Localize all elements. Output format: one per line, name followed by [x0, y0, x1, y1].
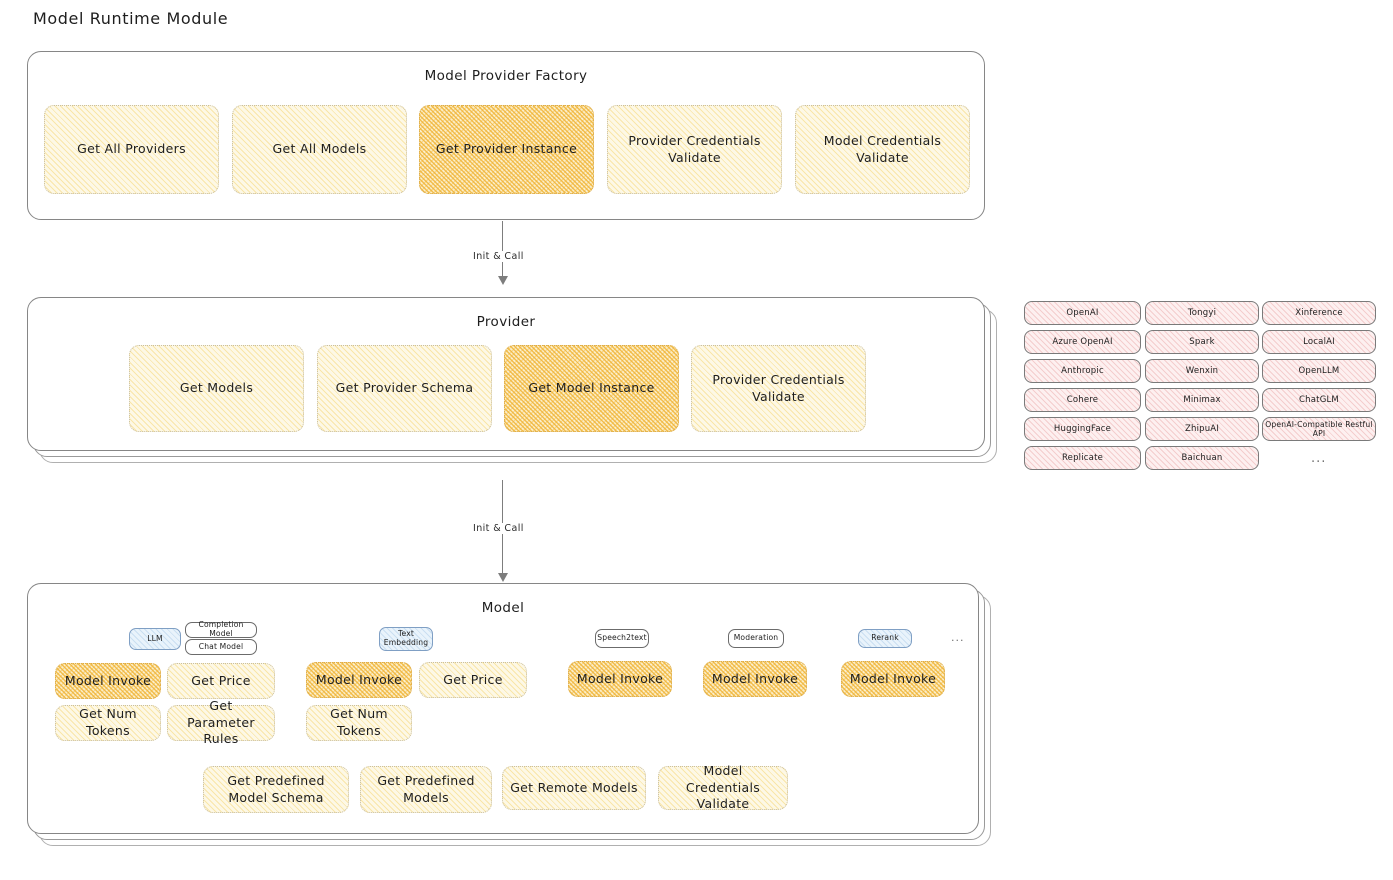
arrow-1-label: Init & Call — [470, 251, 527, 262]
provider-pill-spark[interactable]: Spark — [1145, 330, 1259, 354]
model-type-subchip-completion-model[interactable]: Completion Model — [185, 620, 257, 638]
arrow-2-label: Init & Call — [470, 523, 527, 534]
arrow-2-head — [498, 573, 508, 582]
provider-pill-openllm[interactable]: OpenLLM — [1262, 359, 1376, 383]
provider-pill-azure-openai[interactable]: Azure OpenAI — [1024, 330, 1141, 354]
provider-card-provider-credentials-validate[interactable]: Provider Credentials Validate — [691, 345, 866, 432]
provider-card-get-provider-schema[interactable]: Get Provider Schema — [317, 345, 492, 432]
model-card-model-credentials-validate[interactable]: Model Credentials Validate — [658, 763, 788, 811]
model-card-llm-get-parameter-rules[interactable]: Get Parameter Rules — [167, 698, 275, 746]
provider-pill-xinference[interactable]: Xinference — [1262, 301, 1376, 325]
model-provider-factory-title: Model Provider Factory — [424, 68, 588, 84]
provider-pill-minimax[interactable]: Minimax — [1145, 388, 1259, 412]
provider-pill-openai[interactable]: OpenAI — [1024, 301, 1141, 325]
model-card-llm-get-num-tokens[interactable]: Get Num Tokens — [55, 705, 161, 741]
provider-pill-chatglm[interactable]: ChatGLM — [1262, 388, 1376, 412]
provider-card-get-model-instance[interactable]: Get Model Instance — [504, 345, 679, 432]
model-title: Model — [481, 600, 525, 616]
provider-card-get-models[interactable]: Get Models — [129, 345, 304, 432]
factory-card-get-all-models[interactable]: Get All Models — [232, 105, 407, 194]
model-type-chip-text-embedding[interactable]: Text Embedding — [379, 627, 433, 651]
model-card-rerank-model-invoke[interactable]: Model Invoke — [841, 661, 945, 697]
provider-pill-huggingface[interactable]: HuggingFace — [1024, 417, 1141, 441]
model-card-text-embedding-model-invoke[interactable]: Model Invoke — [306, 662, 412, 698]
provider-pill-wenxin[interactable]: Wenxin — [1145, 359, 1259, 383]
model-type-chip-moderation[interactable]: Moderation — [728, 629, 784, 648]
model-card-get-predefined-models[interactable]: Get Predefined Models — [360, 766, 492, 813]
model-types-more: ... — [951, 631, 965, 644]
factory-card-get-all-providers[interactable]: Get All Providers — [44, 105, 219, 194]
model-card-llm-get-price[interactable]: Get Price — [167, 663, 275, 699]
provider-pill-replicate[interactable]: Replicate — [1024, 446, 1141, 470]
model-card-speech2text-model-invoke[interactable]: Model Invoke — [568, 661, 672, 697]
provider-list-more: ... — [1311, 451, 1327, 466]
arrow-1-head — [498, 276, 508, 285]
provider-pill-anthropic[interactable]: Anthropic — [1024, 359, 1141, 383]
provider-pill-localai[interactable]: LocalAI — [1262, 330, 1376, 354]
provider-pill-tongyi[interactable]: Tongyi — [1145, 301, 1259, 325]
model-type-chip-llm[interactable]: LLM — [129, 628, 181, 650]
factory-card-model-credentials-validate[interactable]: Model Credentials Validate — [795, 105, 970, 194]
model-card-get-remote-models[interactable]: Get Remote Models — [502, 766, 646, 810]
model-type-chip-rerank[interactable]: Rerank — [858, 629, 912, 648]
factory-card-get-provider-instance[interactable]: Get Provider Instance — [419, 105, 594, 194]
factory-card-provider-credentials-validate[interactable]: Provider Credentials Validate — [607, 105, 782, 194]
provider-pill-openai-compatible-restful-api[interactable]: OpenAI-Compatible Restful API — [1262, 417, 1376, 441]
model-card-text-embedding-get-num-tokens[interactable]: Get Num Tokens — [306, 705, 412, 741]
page-title: Model Runtime Module — [33, 9, 229, 28]
model-type-subchip-chat-model[interactable]: Chat Model — [185, 639, 257, 655]
model-card-text-embedding-get-price[interactable]: Get Price — [419, 662, 527, 698]
provider-pill-zhipuai[interactable]: ZhipuAI — [1145, 417, 1259, 441]
model-card-moderation-model-invoke[interactable]: Model Invoke — [703, 661, 807, 697]
model-card-get-predefined-model-schema[interactable]: Get Predefined Model Schema — [203, 766, 349, 813]
provider-pill-cohere[interactable]: Cohere — [1024, 388, 1141, 412]
provider-pill-baichuan[interactable]: Baichuan — [1145, 446, 1259, 470]
model-card-llm-model-invoke[interactable]: Model Invoke — [55, 663, 161, 699]
provider-title: Provider — [476, 314, 536, 330]
model-type-chip-speech2text[interactable]: Speech2text — [595, 629, 649, 648]
